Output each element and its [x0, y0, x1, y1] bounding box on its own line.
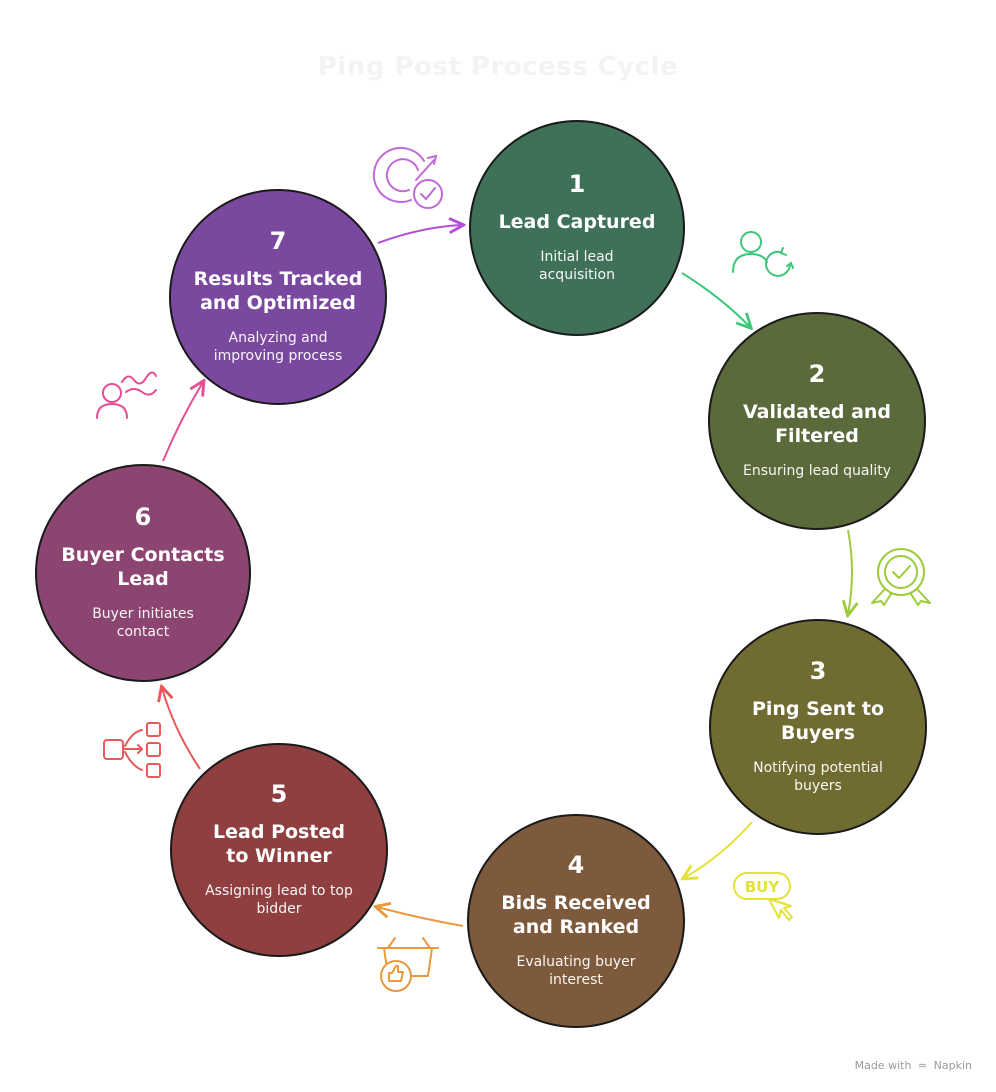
arrow-5-to-6 — [162, 688, 201, 770]
step-node-5: 5 Lead Posted to Winner Assigning lead t… — [170, 743, 388, 957]
step-title: Ping Sent to Buyers — [751, 698, 885, 744]
step-title: Lead Posted to Winner — [213, 821, 345, 867]
step-node-2: 2 Validated and Filtered Ensuring lead q… — [708, 312, 926, 530]
flow-distribute-icon — [103, 722, 161, 778]
made-with-footer: Made with ≈ Napkin — [855, 1059, 972, 1072]
diagram-title: Ping Post Process Cycle — [317, 52, 679, 82]
target-check-icon — [372, 147, 443, 209]
user-refresh-icon — [732, 231, 794, 277]
step-number: 2 — [808, 360, 826, 388]
made-with-label: Made with — [854, 1059, 912, 1072]
arrow-6-to-7 — [162, 382, 203, 462]
award-badge-icon — [871, 548, 931, 606]
arrow-7-to-1 — [377, 225, 462, 244]
step-subtitle: Notifying potential buyers — [753, 760, 883, 794]
buy-cursor-icon: BUY — [733, 872, 793, 921]
step-title: Results Tracked and Optimized — [193, 268, 363, 314]
step-node-3: 3 Ping Sent to Buyers Notifying potentia… — [709, 619, 927, 835]
step-title: Validated and Filtered — [742, 401, 892, 447]
svg-text:BUY: BUY — [745, 878, 781, 896]
napkin-brand: Napkin — [933, 1059, 972, 1072]
step-subtitle: Ensuring lead quality — [742, 463, 892, 479]
step-subtitle: Buyer initiates contact — [92, 606, 194, 640]
step-title: Bids Received and Ranked — [501, 892, 651, 938]
step-node-1: 1 Lead Captured Initial lead acquisition — [469, 120, 685, 336]
user-squiggle-icon — [96, 371, 157, 419]
step-number: 4 — [567, 851, 585, 879]
step-subtitle: Assigning lead to top bidder — [205, 883, 353, 917]
arrow-3-to-4 — [684, 821, 753, 878]
step-node-7: 7 Results Tracked and Optimized Analyzin… — [169, 189, 387, 405]
step-node-6: 6 Buyer Contacts Lead Buyer initiates co… — [35, 464, 251, 682]
step-subtitle: Initial lead acquisition — [539, 249, 615, 283]
step-title: Lead Captured — [498, 211, 656, 233]
step-number: 6 — [134, 503, 152, 531]
step-subtitle: Analyzing and improving process — [213, 330, 343, 364]
step-number: 3 — [809, 657, 827, 685]
step-subtitle: Evaluating buyer interest — [516, 954, 636, 988]
step-title: Buyer Contacts Lead — [61, 544, 225, 590]
arrow-4-to-5 — [377, 907, 464, 927]
step-number: 7 — [269, 227, 287, 255]
arrow-1-to-2 — [681, 272, 750, 327]
arrow-2-to-3 — [848, 529, 852, 614]
step-number: 1 — [568, 170, 586, 198]
step-node-4: 4 Bids Received and Ranked Evaluating bu… — [467, 814, 685, 1028]
napkin-logo-icon: ≈ — [917, 1059, 928, 1072]
basket-thumbs-up-icon — [377, 937, 439, 992]
step-number: 5 — [270, 780, 288, 808]
